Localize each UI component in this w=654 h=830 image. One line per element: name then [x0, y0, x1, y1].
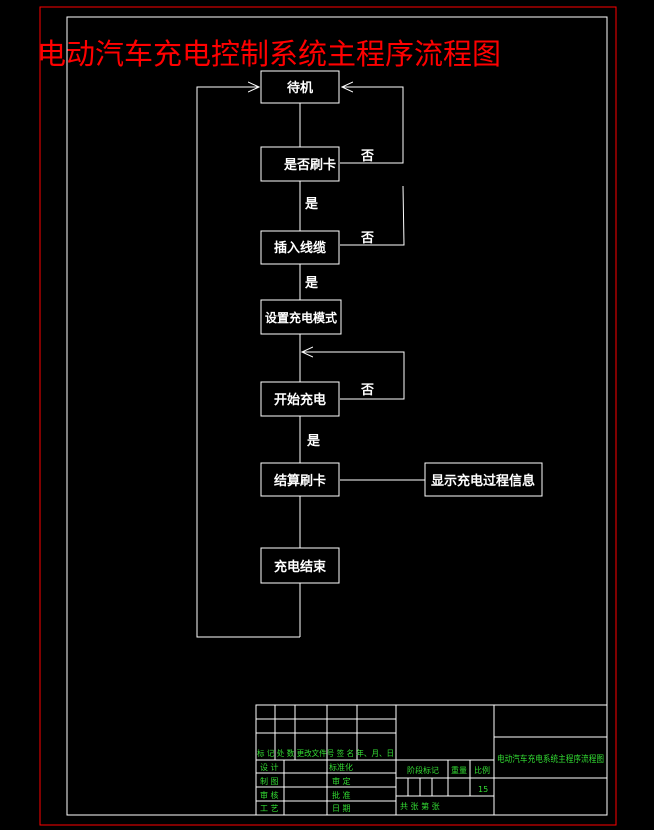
- node-settle-card: 结算刷卡: [260, 462, 340, 497]
- tb-header-row: 标 记 处 数 更改文件号 签 名 年、月、日: [257, 748, 394, 758]
- tb-standardize: 标准化: [329, 762, 353, 772]
- title-block: [255, 704, 608, 816]
- tb-scale: 比例: [474, 765, 490, 775]
- title-block-text: 标 记 处 数 更改文件号 签 名 年、月、日 设 计 标准化 制 图 审 定 …: [257, 748, 604, 813]
- tb-drawing-name: 电动汽车充电系统主程序流程图: [497, 753, 604, 765]
- flow-lines: [196, 87, 425, 638]
- node-set-mode: 设置充电模式: [260, 299, 342, 335]
- node-end-charge-label: 充电结束: [274, 559, 327, 575]
- outer-red-border: [39, 6, 617, 826]
- node-plug-cable: 插入线缆: [260, 230, 340, 265]
- edge-label-no-3: 否: [360, 383, 374, 398]
- tb-scale-value: 15: [478, 785, 488, 794]
- tb-approve: 批 准: [332, 790, 351, 800]
- node-plug-cable-label: 插入线缆: [274, 240, 326, 256]
- edge-label-no-1: 否: [360, 149, 374, 164]
- tb-stage-mark: 阶段标记: [407, 765, 439, 775]
- edge-label-no-2: 否: [360, 231, 374, 246]
- node-swipe-check: 是否刷卡: [260, 146, 340, 182]
- edge-label-yes-1: 是: [304, 197, 319, 212]
- node-start-charge-label: 开始充电: [274, 392, 326, 408]
- tb-sheet-info: 共 张 第 张: [400, 801, 440, 811]
- tb-draft: 制 图: [260, 776, 279, 786]
- node-settle-card-label: 结算刷卡: [274, 473, 326, 489]
- node-display-info: 显示充电过程信息: [424, 462, 543, 497]
- node-end-charge: 充电结束: [260, 547, 340, 584]
- tb-check: 审 核: [260, 790, 279, 800]
- tb-design: 设 计: [260, 762, 279, 772]
- node-set-mode-label: 设置充电模式: [265, 310, 337, 325]
- page-title: 电动汽车充电控制系统主程序流程图: [37, 37, 501, 71]
- node-swipe-check-label: 是否刷卡: [283, 157, 336, 173]
- tb-process: 工 艺: [260, 804, 279, 813]
- edge-label-yes-3: 是: [306, 434, 321, 449]
- tb-review: 审 定: [332, 776, 351, 786]
- tb-date: 日 期: [332, 804, 351, 813]
- edge-label-yes-2: 是: [304, 276, 319, 291]
- node-start-charge: 开始充电: [260, 381, 340, 417]
- node-display-info-label: 显示充电过程信息: [431, 473, 535, 489]
- tb-weight: 重量: [451, 765, 467, 775]
- node-standby-label: 待机: [286, 80, 313, 96]
- node-standby: 待机: [260, 70, 340, 104]
